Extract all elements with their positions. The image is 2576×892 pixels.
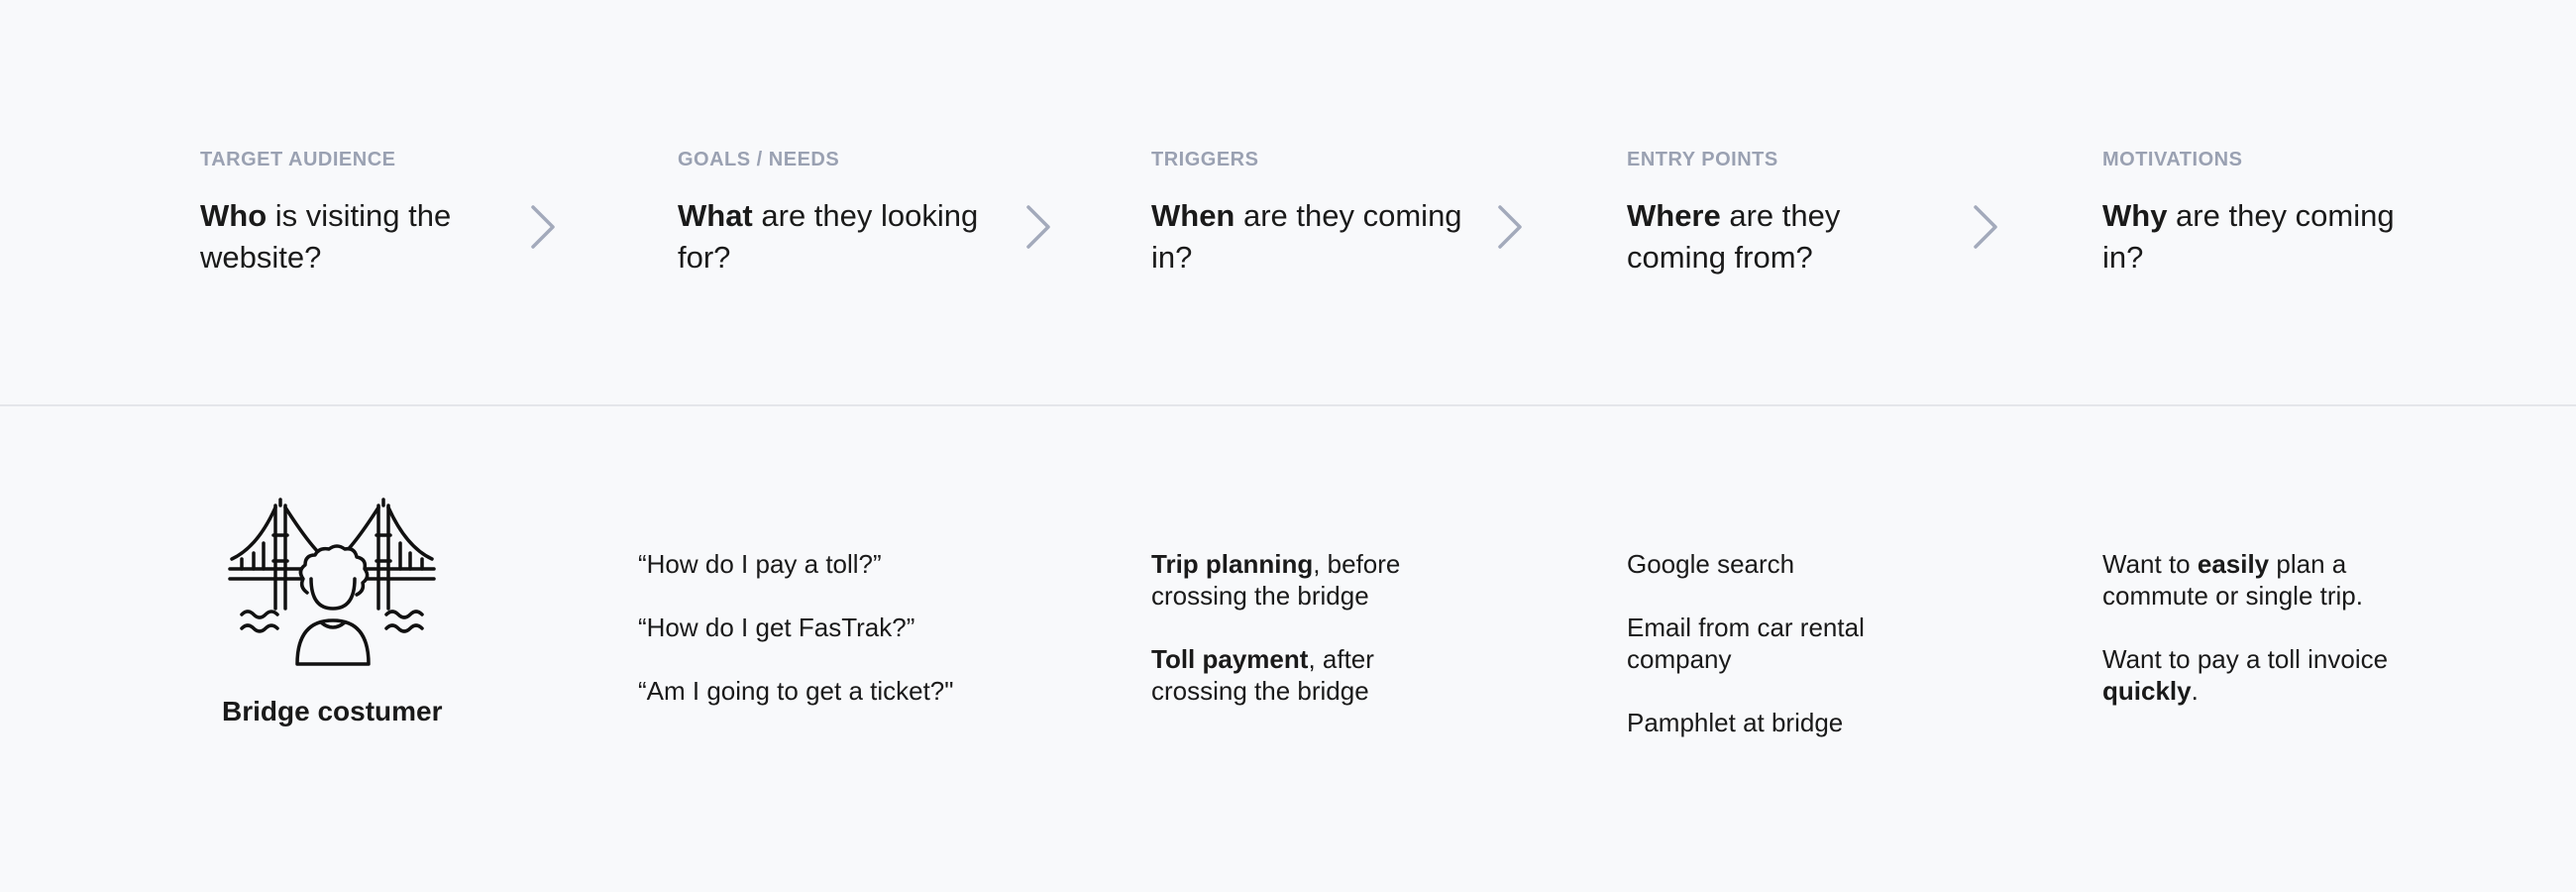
header-label: MOTIVATIONS <box>2102 149 2243 170</box>
entry-points-list: Google search Email from car rental comp… <box>1627 548 1924 738</box>
bridge-person-icon <box>228 498 436 666</box>
triggers-list: Trip planning, before crossing the bridg… <box>1151 548 1449 707</box>
question: Who is visiting the website? <box>200 195 517 279</box>
goal-quote: “How do I get FasTrak?” <box>638 613 915 642</box>
question-rest: are they coming in? <box>1151 198 1462 275</box>
question-rest: is visiting the website? <box>200 198 452 275</box>
question: What are they looking for? <box>678 195 995 279</box>
header-label: ENTRY POINTS <box>1627 149 1778 170</box>
trigger-item: Toll payment, after crossing the bridge <box>1151 643 1449 707</box>
trigger-keyword: Trip planning <box>1151 549 1314 579</box>
motivation-keyword: easily <box>2197 549 2270 579</box>
motivation-item: Want to pay a toll invoice quickly. <box>2102 643 2410 707</box>
trigger-rest: , before crossing the bridge <box>1151 549 1401 611</box>
question-keyword: What <box>678 198 753 233</box>
motivation-text: . <box>2191 676 2199 706</box>
chevron-right-icon <box>1498 205 1522 249</box>
column-entry-points: ENTRY POINTS Where are they coming from? <box>1627 149 1944 279</box>
question: Why are they coming in? <box>2102 195 2419 279</box>
column-target-audience: TARGET AUDIENCE Who is visiting the webs… <box>200 149 517 279</box>
divider <box>0 404 2576 406</box>
column-goals-needs: GOALS / NEEDS What are they looking for? <box>678 149 995 279</box>
motivation-text: Want to <box>2102 549 2198 579</box>
chevron-right-icon <box>1974 205 1997 249</box>
motivation-text: Want to pay a toll invoice <box>2102 644 2389 674</box>
question-rest: are they looking for? <box>678 198 979 275</box>
trigger-keyword: Toll payment <box>1151 644 1309 674</box>
question: Where are they coming from? <box>1627 195 1944 279</box>
motivations-list: Want to easily plan a commute or single … <box>2102 548 2410 707</box>
goals-list: “How do I pay a toll?” “How do I get Fas… <box>638 548 1054 707</box>
motivation-keyword: quickly <box>2102 676 2192 706</box>
question-keyword: Where <box>1627 198 1721 233</box>
column-motivations: MOTIVATIONS Why are they coming in? <box>2102 149 2419 279</box>
entry-point-item: Email from car rental company <box>1627 613 1865 674</box>
persona-label: Bridge costumer <box>222 696 443 726</box>
question-rest: are they coming in? <box>2102 198 2395 275</box>
column-triggers: TRIGGERS When are they coming in? <box>1151 149 1468 279</box>
question-keyword: Why <box>2102 198 2168 233</box>
question-keyword: When <box>1151 198 1235 233</box>
chevron-right-icon <box>531 205 555 249</box>
motivation-item: Want to easily plan a commute or single … <box>2102 548 2410 612</box>
question-keyword: Who <box>200 198 268 233</box>
goal-quote: “How do I pay a toll?” <box>638 549 882 579</box>
trigger-rest: , after crossing the bridge <box>1151 644 1374 706</box>
chevron-right-icon <box>1026 205 1050 249</box>
question: When are they coming in? <box>1151 195 1468 279</box>
motivation-text: plan a commute or single trip. <box>2102 549 2363 611</box>
trigger-item: Trip planning, before crossing the bridg… <box>1151 548 1449 612</box>
entry-point-item: Pamphlet at bridge <box>1627 708 1844 737</box>
header-label: TARGET AUDIENCE <box>200 149 396 170</box>
question-rest: are they coming from? <box>1627 198 1841 275</box>
entry-point-item: Google search <box>1627 549 1795 579</box>
goal-quote: “Am I going to get a ticket?" <box>638 676 954 706</box>
header-label: GOALS / NEEDS <box>678 149 840 170</box>
header-label: TRIGGERS <box>1151 149 1259 170</box>
